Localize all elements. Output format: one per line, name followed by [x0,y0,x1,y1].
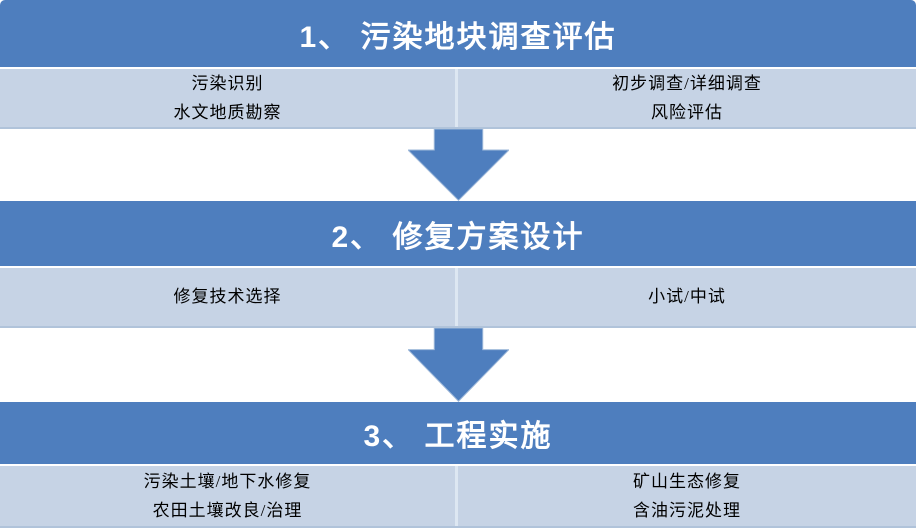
stage-2-header: 2、 修复方案设计 [0,201,916,266]
arrow-zone-2 [0,328,916,402]
header-body-gap [0,67,916,69]
column-divider [455,466,458,526]
stage-2-item-remediation-technology-selection: 修复技术选择 [173,287,282,306]
stage-3-item-soil-groundwater-remediation: 污染土壤/地下水修复 [143,472,312,491]
stage-1-header: 1、 污染地块调查评估 [0,0,916,67]
header-body-gap [0,266,916,268]
stage-3-item-oily-sludge-treatment: 含油污泥处理 [633,501,741,520]
stage-1-item-pollution-identification: 污染识别 [191,74,264,93]
stage-3-right-cell: 矿山生态修复 含油污泥处理 [458,466,916,526]
stage-1-left-cell: 污染识别 水文地质勘察 [0,69,455,127]
arrow-down-icon [407,129,509,201]
arrow-down-icon [407,328,509,402]
stage-1-item-hydrogeological-survey: 水文地质勘察 [173,103,282,122]
stage-1-item-risk-assessment: 风险评估 [651,103,723,122]
column-divider [455,268,458,326]
stage-2-item-bench-pilot-test: 小试/中试 [648,287,726,306]
stage-2-right-cell: 小试/中试 [458,268,916,326]
stage-2-body: 修复技术选择 小试/中试 [0,268,916,328]
column-divider [455,69,458,127]
header-body-gap [0,464,916,466]
stage-1-body: 污染识别 水文地质勘察 初步调查/详细调查 风险评估 [0,69,916,129]
arrow-zone-1 [0,129,916,201]
stage-2-left-cell: 修复技术选择 [0,268,455,326]
stage-3-title: 3、 工程实施 [363,420,553,453]
stage-3-left-cell: 污染土壤/地下水修复 农田土壤改良/治理 [0,466,455,526]
stage-1-title: 1、 污染地块调查评估 [299,20,617,54]
stage-3-item-farmland-soil-improvement: 农田土壤改良/治理 [152,501,303,520]
stage-2-title: 2、 修复方案设计 [331,220,585,254]
stage-3-body: 污染土壤/地下水修复 农田土壤改良/治理 矿山生态修复 含油污泥处理 [0,466,916,528]
stage-3-item-mine-ecological-restoration: 矿山生态修复 [633,472,741,491]
stage-1-item-preliminary-detailed-survey: 初步调查/详细调查 [612,74,762,93]
stage-1-right-cell: 初步调查/详细调查 风险评估 [458,69,916,127]
stage-3-header: 3、 工程实施 [0,402,916,464]
